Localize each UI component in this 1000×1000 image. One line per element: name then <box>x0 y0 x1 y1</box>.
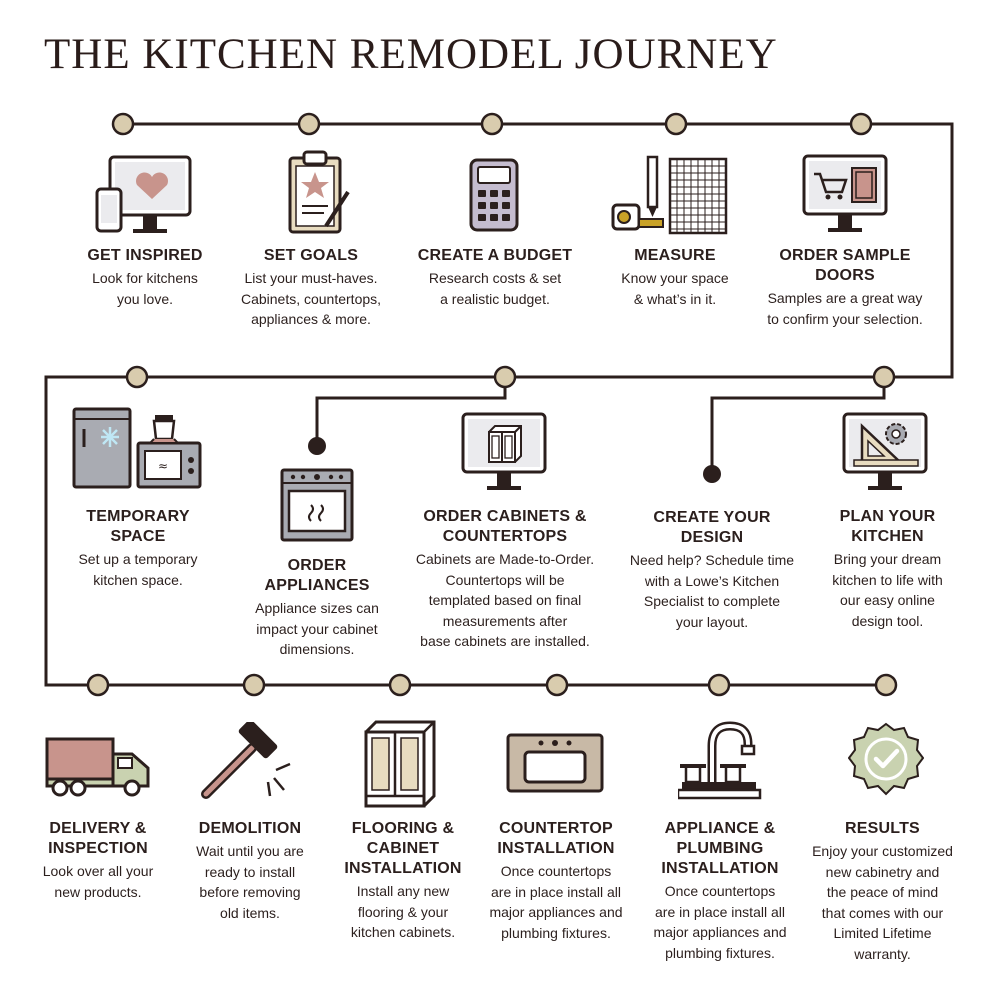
step-create-your-design: CREATE YOUR DESIGN Need help? Schedule t… <box>618 508 806 632</box>
step-description: Need help? Schedule time with a Lowe’s K… <box>629 552 795 630</box>
milestone-node <box>480 112 504 136</box>
clipboard-star-icon <box>288 150 350 234</box>
truck-icon <box>45 737 150 797</box>
step-description: Bring your dream kitchen to life with ou… <box>832 551 943 629</box>
step-heading: PLAN YOUR KITCHEN <box>839 508 936 545</box>
step-description: Once countertops are in place install al… <box>653 883 787 961</box>
step-description: Once countertops are in place install al… <box>489 863 623 941</box>
milestone-node <box>86 673 110 697</box>
milestone-node <box>872 365 896 389</box>
step-delivery-inspection: DELIVERY & INSPECTION Look over all your… <box>18 819 178 902</box>
step-description: Cabinets are Made-to-Order. Countertops … <box>415 551 595 649</box>
milestone-node <box>493 365 517 389</box>
step-create-a-budget: CREATE A BUDGET Research costs & set a r… <box>400 246 590 309</box>
step-plan-your-kitchen: PLAN YOUR KITCHEN Bring your dream kitch… <box>800 507 975 631</box>
step-order-sample-doors: ORDER SAMPLE DOORS Samples are a great w… <box>750 246 940 329</box>
milestone-node <box>545 673 569 697</box>
step-heading: TEMPORARY SPACE <box>86 508 190 545</box>
step-temporary-space: TEMPORARY SPACE Set up a temporary kitch… <box>48 507 228 590</box>
step-description: Look for kitchens you love. <box>92 270 198 307</box>
step-heading: RESULTS <box>845 820 920 837</box>
step-demolition: DEMOLITION Wait until you are ready to i… <box>172 819 328 923</box>
step-get-inspired: GET INSPIRED Look for kitchens you love. <box>55 246 235 309</box>
step-description: Enjoy your customized new cabinetry and … <box>812 843 953 962</box>
step-measure: MEASURE Know your space & what’s in it. <box>585 246 765 309</box>
step-description: Appliance sizes can impact your cabinet … <box>255 600 379 657</box>
step-heading: COUNTERTOP INSTALLATION <box>497 820 615 857</box>
cabinet-icon <box>364 720 436 808</box>
step-order-cabinets-countertops: ORDER CABINETS & COUNTERTOPS Cabinets ar… <box>400 507 610 652</box>
step-heading: APPLIANCE & PLUMBING INSTALLATION <box>661 820 779 877</box>
step-heading: DELIVERY & INSPECTION <box>48 820 148 857</box>
step-description: List your must-haves. Cabinets, countert… <box>240 270 382 327</box>
monitor-cabinet-icon <box>461 412 547 490</box>
devices-heart-icon <box>95 155 192 233</box>
step-countertop-installation: COUNTERTOP INSTALLATION Once countertops… <box>478 819 634 943</box>
milestone-node <box>388 673 412 697</box>
step-set-goals: SET GOALS List your must-haves. Cabinets… <box>221 246 401 330</box>
milestone-node <box>242 673 266 697</box>
milestone-node <box>874 673 898 697</box>
page-title: THE KITCHEN REMODEL JOURNEY <box>44 31 778 78</box>
step-description: Install any new flooring & your kitchen … <box>350 883 456 940</box>
step-heading: CREATE A BUDGET <box>417 247 573 264</box>
milestone-node <box>849 112 873 136</box>
svg-text:≈: ≈ <box>158 459 168 473</box>
step-heading: ORDER APPLIANCES <box>264 557 370 594</box>
step-description: Look over all your new products. <box>42 863 154 900</box>
step-description: Wait until you are ready to install befo… <box>196 843 304 921</box>
milestone-node <box>111 112 135 136</box>
monitor-design-tools-icon <box>842 412 928 490</box>
faucet-icon <box>678 721 762 800</box>
hammer-icon <box>201 722 291 799</box>
monitor-cart-icon <box>802 154 888 232</box>
branch-node <box>308 437 326 455</box>
oven-icon <box>280 468 354 542</box>
step-heading: DEMOLITION <box>198 820 302 837</box>
step-heading: MEASURE <box>634 247 716 264</box>
branch-node <box>703 465 721 483</box>
step-heading: CREATE YOUR DESIGN <box>653 509 771 546</box>
step-description: Research costs & set a realistic budget. <box>428 270 562 307</box>
step-results: RESULTS Enjoy your customized new cabine… <box>800 819 965 964</box>
step-appliance-plumbing-installation: APPLIANCE & PLUMBING INSTALLATION Once c… <box>640 819 800 963</box>
milestone-node <box>664 112 688 136</box>
tape-measure-grid-icon <box>611 155 728 235</box>
calculator-icon <box>469 158 519 232</box>
countertop-sink-icon <box>506 733 604 793</box>
milestone-node <box>125 365 149 389</box>
milestone-node <box>707 673 731 697</box>
step-heading: ORDER CABINETS & COUNTERTOPS <box>423 508 587 545</box>
step-heading: SET GOALS <box>263 247 359 264</box>
step-order-appliances: ORDER APPLIANCES Appliance sizes can imp… <box>227 556 407 660</box>
step-heading: FLOORING & CABINET INSTALLATION <box>344 820 462 877</box>
step-heading: GET INSPIRED <box>87 247 203 264</box>
step-heading: ORDER SAMPLE DOORS <box>779 247 911 284</box>
step-description: Set up a temporary kitchen space. <box>78 551 198 588</box>
step-description: Know your space & what’s in it. <box>621 270 729 307</box>
badge-check-icon <box>848 722 924 796</box>
milestone-node <box>297 112 321 136</box>
step-description: Samples are a great way to confirm your … <box>767 290 923 327</box>
step-flooring-cabinet-installation: FLOORING & CABINET INSTALLATION Install … <box>326 819 480 943</box>
fridge-microwave-icon: ≈ <box>72 407 202 489</box>
